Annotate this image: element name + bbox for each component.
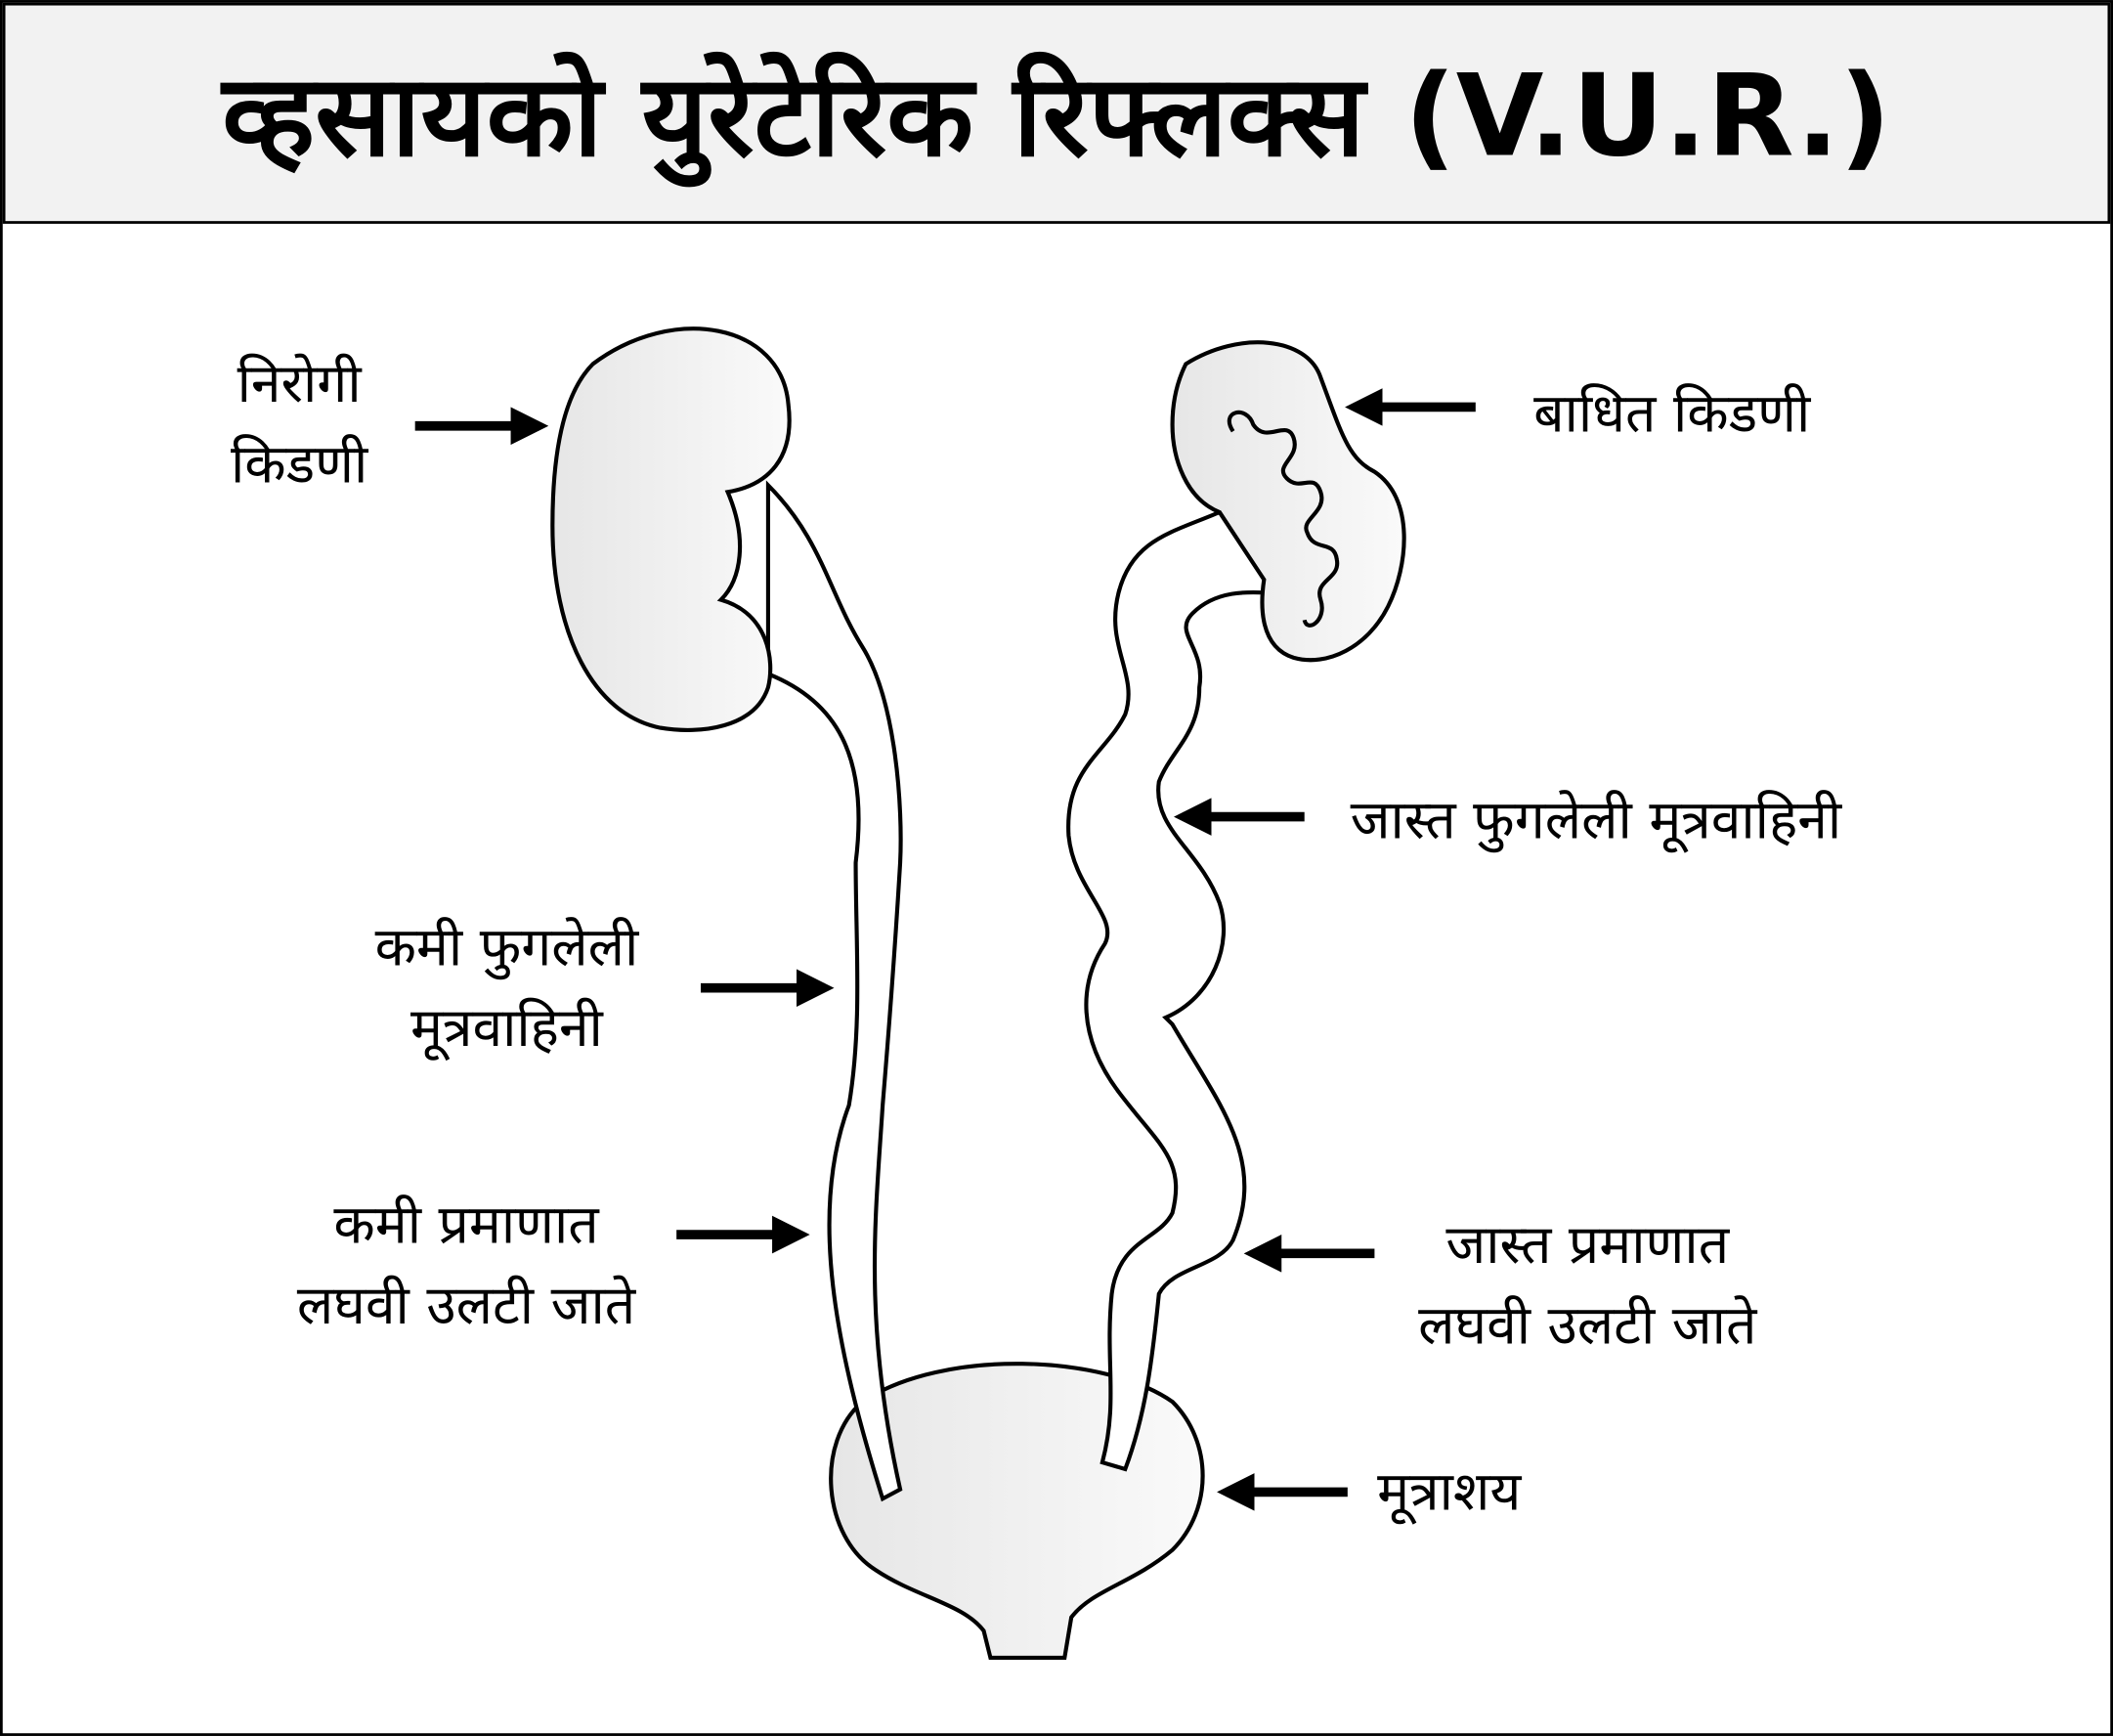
arrows (414, 388, 1476, 1511)
label-healthy-kidney-1: निरोगी (237, 353, 364, 415)
healthy-kidney (550, 326, 792, 732)
normal-ureter (765, 480, 903, 1502)
label-more-reflux-2: लघवी उलटी जाते (1418, 1295, 1758, 1358)
label-less-reflux-2: लघवी उलटी जाते (297, 1275, 637, 1337)
diagram-title: व्हसायको युरेटेरिक रिफ्लक्स (V.U.R.) (220, 51, 1891, 188)
title-bar (2, 2, 2111, 224)
label-more-reflux-1: जास्त प्रमाणात (1445, 1214, 1730, 1277)
label-affected-kidney: बाधित किडणी (1533, 382, 1812, 445)
dilated-ureter (1066, 509, 1277, 1472)
label-healthy-kidney-2: किडणी (231, 434, 369, 497)
label-bladder: मूत्राशय (1377, 1460, 1522, 1525)
tortuous-calyces (1227, 410, 1340, 628)
label-more-dilated-ureter: जास्त फुगलेली मूत्रवाहिनी (1351, 790, 1843, 854)
label-less-dilated-ureter-1: कमी फुगलेली (375, 916, 640, 979)
label-less-dilated-ureter-2: मूत्रवाहिनी (410, 997, 605, 1062)
label-less-reflux-1: कमी प्रमाणात (333, 1194, 600, 1256)
